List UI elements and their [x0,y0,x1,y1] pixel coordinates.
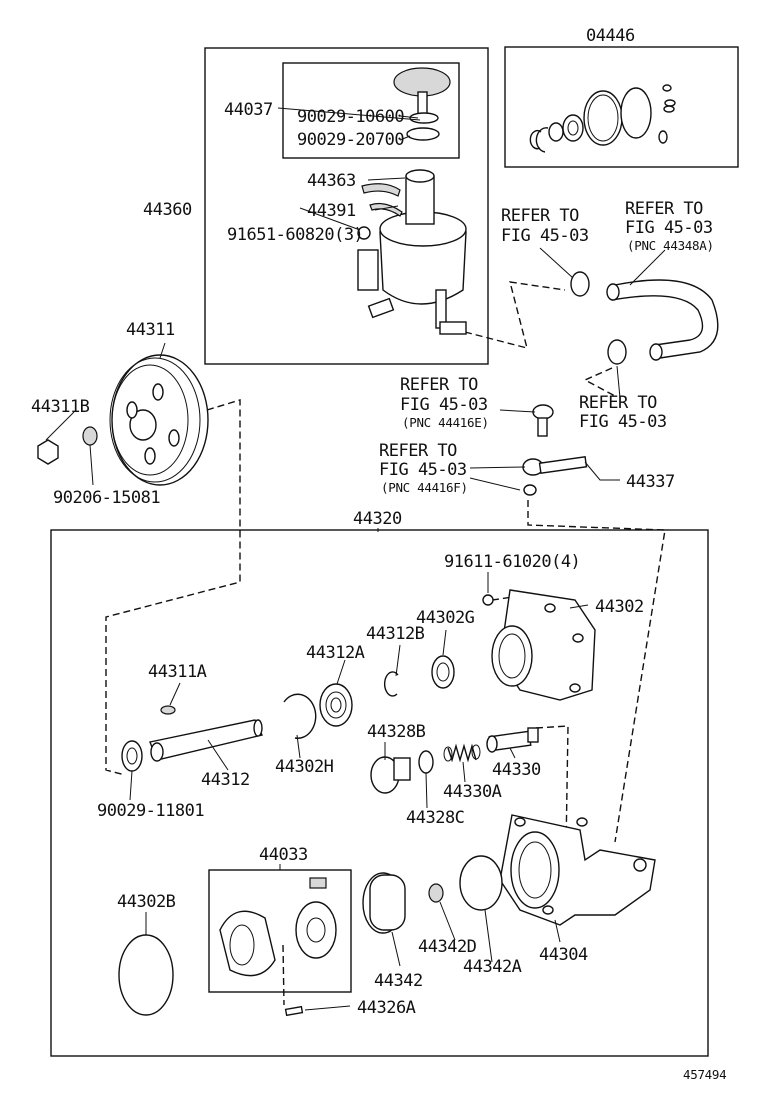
cap-group-frame [282,62,460,159]
diagram-id: 457494 [683,1067,726,1082]
reservoir-hose-dashed-leader [464,281,566,349]
label-washer-90029-11801: 90029-11801 [97,801,204,821]
label-cover-44302: 44302 [595,597,644,617]
label-gasket-44391: 44391 [307,201,356,221]
label-washer-90206-15081: 90206-15081 [53,488,160,508]
label-refer-to-1: REFER TO [501,206,579,226]
end-oring-icon [118,934,174,1016]
label-oring-44302b: 44302B [117,892,176,912]
label-refer-to-5: REFER TO [379,441,457,461]
union-dashed-leader [527,500,666,843]
kit-04446-frame [504,46,739,168]
label-cartridge-44033: 44033 [259,845,308,865]
reservoir-tank-icon [357,169,467,335]
plug-oring-icon [418,750,434,774]
pulley-icon [109,354,209,486]
label-pin-44326a: 44326A [357,998,416,1018]
label-kit-04446: 04446 [586,26,635,46]
front-cover-icon [482,589,596,701]
rotor-icon [295,877,337,959]
label-housing-44304: 44304 [539,945,588,965]
union-bolt-icon [522,404,588,496]
washer-icon [121,740,143,772]
label-refer-to-2: REFER TO [625,199,703,219]
label-plug-44328b: 44328B [367,722,426,742]
oil-seal-icon [431,655,455,689]
pump-assy-frame [50,529,709,1057]
label-key-44311a: 44311A [148,662,207,682]
pulley-nut-icon [37,426,98,465]
key-icon [160,705,176,715]
label-bolt-91651-60820: 91651-60820(3) [227,225,363,245]
reservoir-cap-icon [393,67,451,141]
snap-ring-icon [383,671,399,697]
hose-clamp-icon [570,271,627,365]
label-oring-44342a: 44342A [463,957,522,977]
label-fig-45-03-5: FIG 45-03 [379,460,467,480]
spring-icon [443,743,481,763]
pump-housing-icon [499,814,656,926]
label-nut-44311b: 44311B [31,397,90,417]
cartridge-pin-dashed-leader [282,944,285,1006]
label-pulley-44311: 44311 [126,320,175,340]
label-oring-90029-10600: 90029-10600 [297,107,404,127]
label-oring-90029-20700: 90029-20700 [297,130,404,150]
kit-04446-parts [529,84,676,153]
plug-icon [370,756,411,794]
label-bearing-44312a: 44312A [306,643,365,663]
pin-icon [284,1005,304,1017]
pulley-dashed-leader [105,399,241,776]
label-strainer-44363: 44363 [307,171,356,191]
label-seal-44302g: 44302G [416,608,475,628]
housing-oring-icon [459,855,503,911]
label-refer-to-4: REFER TO [579,393,657,413]
label-fig-45-03-3: FIG 45-03 [400,395,488,415]
label-reservoir-44360: 44360 [143,200,192,220]
clamp-dashed-leader [583,367,616,397]
label-fig-45-03-2: FIG 45-03 [625,218,713,238]
label-pnc-44416e: (PNC 44416E) [402,415,489,430]
label-spring-44330a: 44330A [443,782,502,802]
label-refer-to-3: REFER TO [400,375,478,395]
label-pump-assy-44320: 44320 [353,509,402,529]
label-fig-45-03-4: FIG 45-03 [579,412,667,432]
label-oring-44328c: 44328C [406,808,464,828]
label-pin-44342d: 44342D [418,937,477,957]
rear-pin-icon [428,883,444,903]
label-pnc-44416f: (PNC 44416F) [381,480,468,495]
label-union-44337: 44337 [626,472,675,492]
label-snapring-44302h: 44302H [275,757,334,777]
leader-lines [45,107,666,1011]
cam-plate-icon [362,872,406,934]
hose-icon [606,279,719,361]
label-valve-44330: 44330 [492,760,541,780]
label-ring-44312b: 44312B [366,624,425,644]
retaining-ring-icon [283,693,317,739]
cartridge-ring-icon [219,910,276,977]
label-pnc-44348a: (PNC 44348A) [627,238,714,253]
bearing-icon [319,683,353,727]
shaft-icon [149,719,263,762]
label-shaft-44312: 44312 [201,770,250,790]
flow-valve-icon [486,727,539,753]
label-plate-44342: 44342 [374,971,423,991]
label-cap-44037: 44037 [224,100,273,120]
label-fig-45-03-1: FIG 45-03 [501,226,589,246]
reservoir-group-frame [204,47,489,365]
label-bolt-91611-61020: 91611-61020(4) [444,552,580,572]
